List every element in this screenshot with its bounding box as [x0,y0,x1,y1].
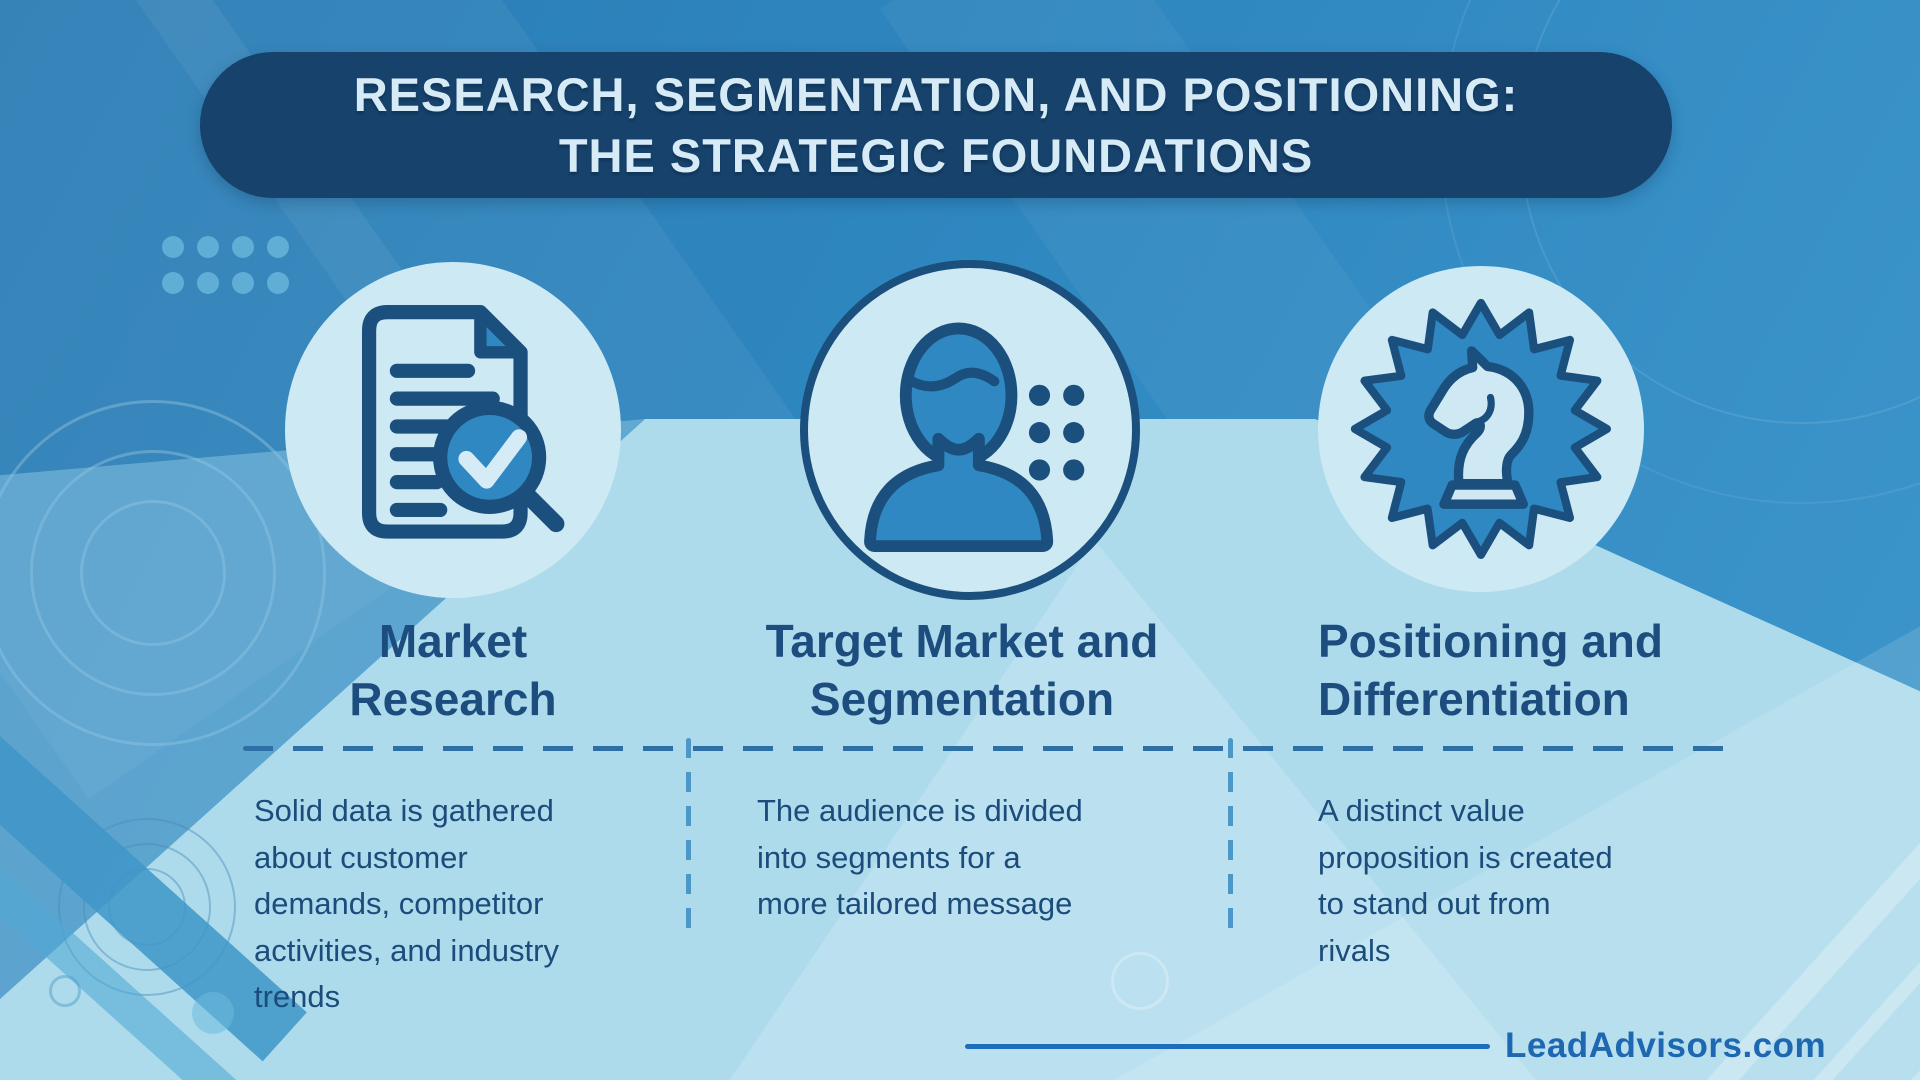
dot-decoration [197,236,219,258]
vertical-dashed-divider [1228,738,1233,940]
ring-decoration [58,818,236,996]
ring-decoration [30,450,276,696]
target-audience-icon-circle [800,260,1140,600]
dot-decoration [192,992,234,1034]
title-line-2: THE STRATEGIC FOUNDATIONS [558,129,1314,182]
chess-knight-badge-icon [1350,298,1612,560]
heading-positioning-differentiation: Positioning and Differentiation [1318,615,1663,726]
dot-decoration [197,272,219,294]
dot-decoration [267,272,289,294]
ring-decoration [108,868,186,946]
document-search-icon [362,305,565,540]
dot-decoration [232,272,254,294]
title-banner: RESEARCH, SEGMENTATION, AND POSITIONING:… [200,52,1672,198]
ring-decoration [80,500,226,646]
ring-decoration [49,975,81,1007]
market-research-icon-circle [285,262,621,598]
heading-market-research: Market Research [349,615,557,726]
positioning-icon-circle [1318,266,1644,592]
horizontal-dashed-divider [243,746,1733,751]
heading-target-segmentation: Target Market and Segmentation [765,615,1159,726]
person-icon [864,322,1085,553]
footer-brand: LeadAdvisors.com [1505,1026,1827,1065]
description-market-research: Solid data is gathered about customer de… [254,793,559,1014]
dot-decoration [162,236,184,258]
description-positioning-differentiation: A distinct value proposition is created … [1318,793,1613,968]
dot-decoration [162,272,184,294]
vertical-dashed-divider [686,738,691,940]
dots-pattern [1029,385,1085,481]
title-line-1: RESEARCH, SEGMENTATION, AND POSITIONING: [353,67,1519,121]
ring-decoration [83,843,211,971]
ring-decoration [1111,952,1169,1010]
dot-decoration [267,236,289,258]
footer-divider-line [965,1044,1490,1049]
dot-decoration [232,236,254,258]
corner-stripe-decoration [0,810,257,1080]
description-target-segmentation: The audience is divided into segments fo… [757,793,1083,921]
